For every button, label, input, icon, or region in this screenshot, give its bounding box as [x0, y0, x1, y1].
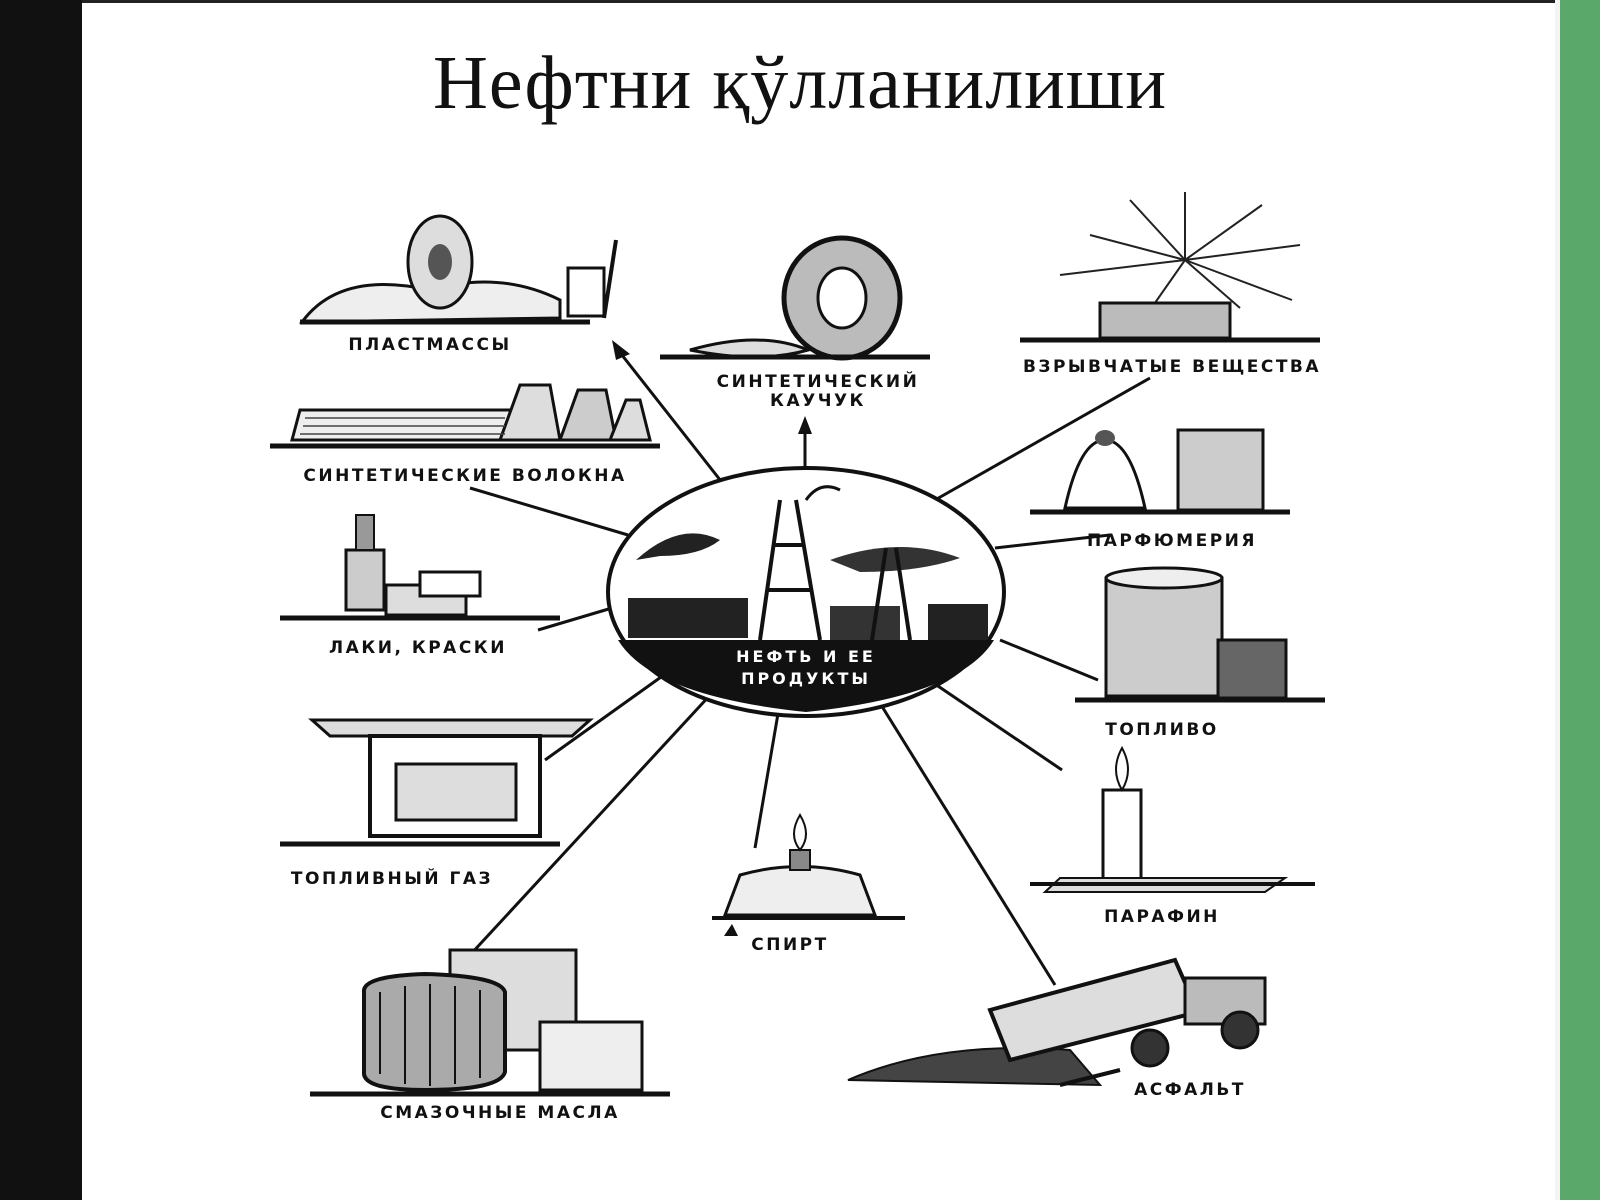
arrow-alcohol — [724, 924, 738, 936]
left-frame-bar — [0, 0, 82, 1200]
connector-asphalt — [876, 699, 1057, 986]
center-label-line1: НЕФТЬ И ЕЕ — [736, 647, 876, 666]
fuel-barrel-illustration — [1075, 566, 1325, 703]
connector-lubricants — [468, 691, 714, 957]
center-label-line2: ПРОДУКТЫ — [741, 669, 871, 688]
connector-perfumery — [994, 533, 1111, 550]
label-fuel-gas: ТОПЛИВНЫЙ ГАЗ — [291, 867, 493, 889]
label-plastics: ПЛАСТМАССЫ — [348, 335, 511, 355]
connector-fuel — [999, 638, 1099, 682]
spirit-lamp-illustration — [712, 813, 905, 920]
arrow-rubber — [798, 416, 812, 434]
lubricants-illustration — [310, 948, 670, 1097]
label-rubber-line1: СИНТЕТИЧЕСКИЙ — [717, 370, 920, 392]
connector-paraffin — [931, 680, 1063, 772]
perfumery-illustration — [1030, 428, 1290, 515]
plastics-illustration — [299, 214, 618, 325]
label-paints: ЛАКИ, КРАСКИ — [329, 638, 507, 658]
rubber-tire-illustration — [660, 235, 930, 361]
connector-explosives — [934, 376, 1151, 502]
label-perfumery: ПАРФЮМЕРИЯ — [1087, 531, 1257, 551]
candle-illustration — [1030, 745, 1315, 893]
label-alcohol: СПИРТ — [751, 935, 829, 955]
label-asphalt: АСФАЛЬТ — [1134, 1080, 1246, 1100]
oil-field-emblem: НЕФТЬ И ЕЕ ПРОДУКТЫ — [606, 466, 1006, 718]
fibers-illustration — [270, 383, 660, 449]
connector-plastics — [616, 349, 730, 491]
arrow-plastics — [612, 340, 630, 360]
connector-fuel-gas — [544, 670, 669, 762]
label-paraffin: ПАРАФИН — [1104, 907, 1220, 927]
label-rubber-line2: КАУЧУК — [770, 391, 866, 411]
connector-lines — [468, 349, 1151, 986]
connector-fibers — [469, 486, 629, 537]
label-lubricants: СМАЗОЧНЫЕ МАСЛА — [380, 1103, 620, 1123]
label-fuel: ТОПЛИВО — [1105, 720, 1219, 740]
connector-paints — [537, 606, 613, 632]
gas-stove-illustration — [280, 718, 594, 847]
top-frame-line — [82, 0, 1555, 3]
label-explosives: ВЗРЫВЧАТЫЕ ВЕЩЕСТВА — [1023, 357, 1321, 377]
connector-alcohol — [753, 701, 782, 849]
label-fibers: СИНТЕТИЧЕСКИЕ ВОЛОКНА — [303, 466, 626, 486]
right-frame-bar — [1560, 0, 1600, 1200]
explosion-illustration — [1020, 192, 1320, 343]
asphalt-truck-illustration — [847, 957, 1267, 1087]
paints-illustration — [280, 514, 560, 621]
right-frame-strip — [1555, 0, 1560, 1200]
slide-title: Нефтни қўлланилиши — [433, 41, 1167, 125]
